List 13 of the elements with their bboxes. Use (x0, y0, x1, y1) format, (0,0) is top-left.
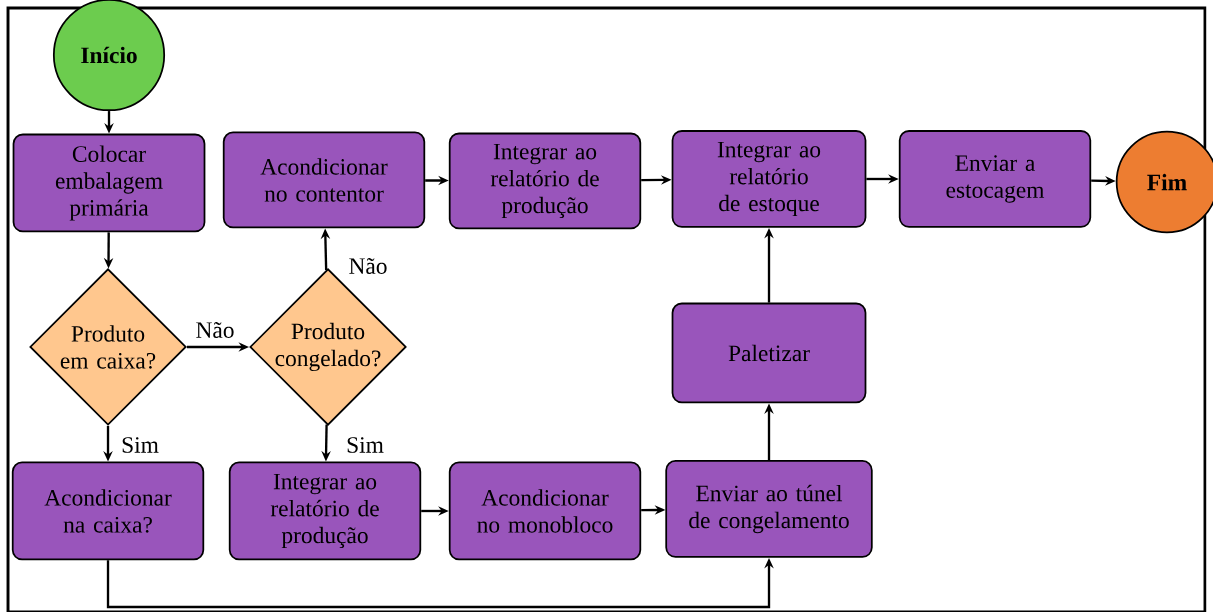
process-box: Acondicionar no contentor (222, 131, 426, 229)
process-box: Colocar embalagem primária (12, 133, 206, 233)
process-box: Integrar ao relatório de produção (228, 461, 422, 561)
process-box: Acondicionar na caixa? (11, 461, 205, 561)
edge-label: Não (196, 322, 234, 338)
process-box: Acondicionar no monobloco (448, 461, 642, 561)
process-box: Integrar ao relatório de produção (448, 132, 642, 230)
process-box: Integrar ao relatório de estoque (671, 130, 867, 228)
process-box: Paletizar (671, 302, 867, 404)
process-box: Enviar ao túnel de congelamento (665, 460, 873, 558)
edge-label: Sim (122, 437, 159, 453)
process-box: Enviar a estocagem (898, 130, 1092, 228)
edge-label: Sim (347, 437, 384, 453)
